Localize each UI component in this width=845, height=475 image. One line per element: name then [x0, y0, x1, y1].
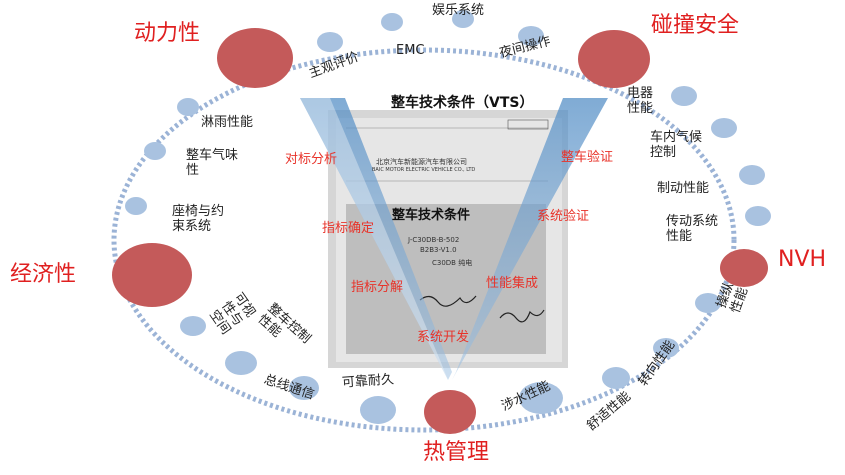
category-crash-safety: 碰撞安全	[651, 13, 740, 38]
attr-rain-perf: 淋雨性能	[201, 115, 254, 130]
attr-electrical-perf: 电器性能	[627, 86, 654, 116]
v-left-arm	[300, 98, 452, 380]
category-nvh: NVH	[778, 247, 827, 272]
attr-braking: 制动性能	[657, 181, 710, 196]
small-nodes	[125, 10, 771, 424]
v-target-decomp: 指标分解	[351, 280, 404, 295]
v-benchmark: 对标分析	[285, 152, 338, 167]
category-economy: 经济性	[10, 262, 77, 287]
category-dynamics: 动力性	[134, 21, 201, 46]
big-nodes	[112, 28, 768, 434]
doc-version: B2B3-V1.0	[420, 246, 457, 254]
attr-seat-restraint: 座椅与约束系统	[172, 204, 225, 234]
attr-entertainment: 娱乐系统	[432, 3, 485, 18]
doc-heading: 整车技术条件	[392, 208, 471, 223]
doc-company-en: BAIC MOTOR ELECTRIC VEHICLE CO., LTD	[372, 167, 476, 173]
category-thermal: 热管理	[423, 440, 490, 465]
v-system-dev: 系统开发	[417, 330, 470, 345]
v-perf-integration: 性能集成	[486, 276, 539, 291]
signature-scribble-2	[499, 309, 545, 323]
v-system-verify: 系统验证	[537, 209, 590, 224]
doc-company-cn: 北京汽车新能源汽车有限公司	[376, 158, 467, 166]
doc-model: C30DB 纯电	[432, 259, 473, 267]
v-left-highlight	[300, 98, 448, 380]
attr-transmission: 传动系统性能	[666, 214, 719, 244]
v-vehicle-verify: 整车验证	[561, 150, 614, 165]
ring-path	[111, 47, 737, 433]
doc-code: J-C30DB-B-502	[408, 236, 460, 244]
attr-vehicle-odor: 整车气味性	[186, 148, 239, 178]
signature-scribble	[419, 295, 477, 307]
attr-emc: EMC	[396, 43, 425, 58]
vts-title: 整车技术条件（VTS）	[391, 95, 534, 111]
v-right-arm	[452, 98, 608, 380]
v-target-set: 指标确定	[322, 221, 375, 236]
attr-climate-control: 车内气候控制	[650, 130, 703, 160]
